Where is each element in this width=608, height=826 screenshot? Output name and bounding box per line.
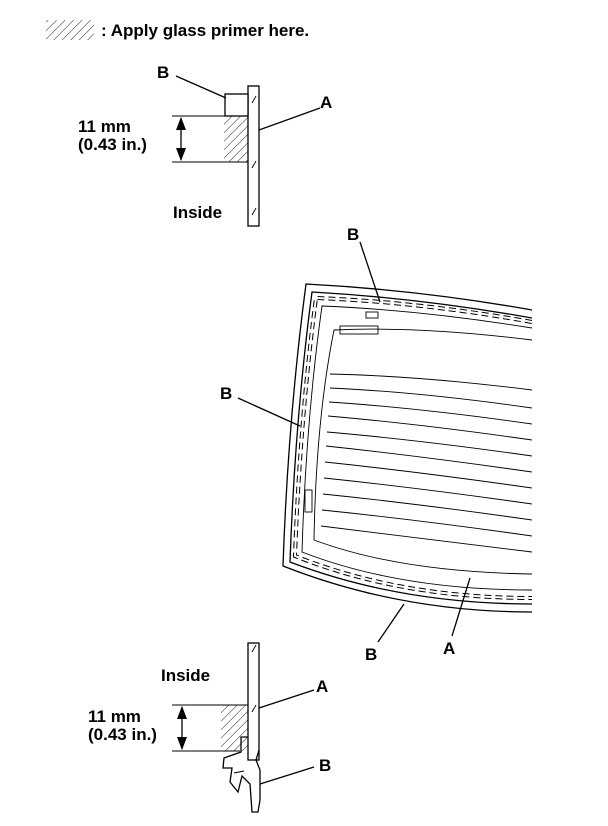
dimension-mm: 11 mm bbox=[88, 707, 141, 726]
glass-outer-edge bbox=[282, 283, 532, 613]
legend-text: : Apply glass primer here. bbox=[101, 21, 309, 40]
callout-b: B bbox=[319, 756, 331, 775]
top-section-detail: B A 11 mm (0.43 in.) Inside bbox=[78, 63, 332, 227]
dimension-in: (0.43 in.) bbox=[78, 135, 147, 154]
callout-b: B bbox=[157, 63, 169, 82]
primer-area bbox=[224, 116, 248, 162]
rear-glass-view: B B B A bbox=[220, 225, 532, 664]
callout-b-top: B bbox=[347, 225, 359, 244]
callout-b-bottom: B bbox=[365, 645, 377, 664]
legend: : Apply glass primer here. bbox=[46, 20, 309, 40]
inside-label: Inside bbox=[161, 666, 210, 685]
callout-a: A bbox=[320, 93, 332, 112]
glass-pane-section bbox=[247, 642, 260, 761]
dam-rubber-dashed bbox=[292, 295, 532, 600]
callout-a: A bbox=[443, 639, 455, 658]
dimension-mm: 11 mm bbox=[78, 117, 131, 136]
dam-rubber-block bbox=[224, 93, 249, 117]
primer-area bbox=[221, 705, 248, 751]
inside-label: Inside bbox=[173, 203, 222, 222]
callout-a: A bbox=[316, 677, 328, 696]
defroster-grid bbox=[320, 373, 532, 553]
glass-pane-section bbox=[247, 85, 260, 227]
dimension-in: (0.43 in.) bbox=[88, 725, 157, 744]
hatch-swatch-icon bbox=[46, 20, 94, 40]
bottom-section-detail: Inside A 11 mm (0.43 in.) B bbox=[88, 642, 331, 813]
molding-profile bbox=[222, 736, 261, 813]
callout-b-left: B bbox=[220, 384, 232, 403]
